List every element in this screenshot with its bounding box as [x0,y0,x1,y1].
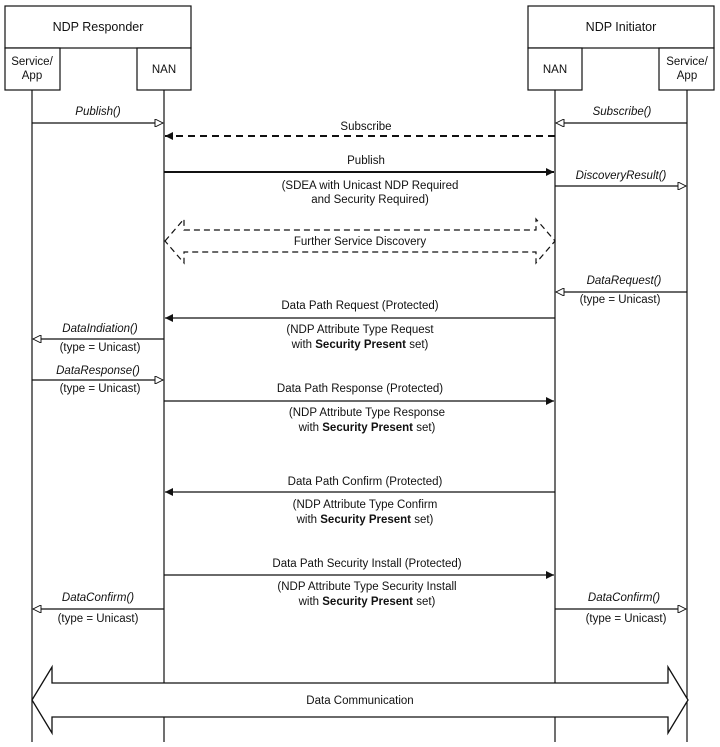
discovery-result-label: DiscoveryResult() [576,170,667,182]
dp-response-label: Data Path Response (Protected) [277,383,443,395]
further-discovery-arrow [164,217,556,265]
data-indication-label: DataIndiation() [62,323,138,335]
dp-request-label: Data Path Request (Protected) [281,300,438,312]
subscribe-label: Subscribe [340,121,391,133]
data-confirm-left-label: DataConfirm() [62,592,134,604]
further-discovery-label: Further Service Discovery [294,236,427,248]
data-response-type: (type = Unicast) [60,383,141,395]
dp-install-label: Data Path Security Install (Protected) [272,558,461,570]
dp-confirm-note-2-pre: with [296,514,321,526]
responder-title-box [4,5,192,49]
dp-confirm-note-2-post: set) [411,514,434,526]
responder-nan-label: NAN [152,64,176,76]
data-request-label: DataRequest() [587,275,662,287]
dp-confirm-label: Data Path Confirm (Protected) [288,476,443,488]
dp-request-note-2: with Security Present set) [291,339,429,351]
dp-response-note-2-post: set) [413,422,436,434]
dp-install-note-2-pre: with [298,596,323,608]
dp-response-note-2-pre: with [298,422,323,434]
responder-service-box [4,47,61,91]
initiator-title-box [527,5,715,49]
dp-confirm-note-2: with Security Present set) [296,514,434,526]
responder-service-label-1: Service/ [11,56,53,68]
dp-response-note-1: (NDP Attribute Type Response [289,407,445,419]
dp-request-note-1: (NDP Attribute Type Request [286,324,434,336]
data-indication-type: (type = Unicast) [60,342,141,354]
dp-confirm-note-2-bold: Security Present [320,514,411,526]
publish-note-2: and Security Required) [311,194,429,206]
data-confirm-right-label: DataConfirm() [588,592,660,604]
dp-request-note-2-post: set) [406,339,429,351]
dp-install-note-2: with Security Present set) [298,596,436,608]
subscribe-call-label: Subscribe() [593,106,652,118]
initiator-service-label-1: Service/ [666,56,708,68]
data-communication-label: Data Communication [306,695,413,707]
dp-response-note-2-bold: Security Present [322,422,413,434]
publish-note-1: (SDEA with Unicast NDP Required [282,180,459,192]
initiator-title: NDP Initiator [586,20,657,34]
dp-install-note-1: (NDP Attribute Type Security Install [277,581,456,593]
lifelines [31,90,688,742]
initiator-nan-label: NAN [543,64,567,76]
data-confirm-left-type: (type = Unicast) [58,613,139,625]
dp-request-note-2-bold: Security Present [315,339,406,351]
dp-install-note-2-post: set) [413,596,436,608]
publish-label: Publish [347,155,385,167]
dp-confirm-note-1: (NDP Attribute Type Confirm [293,499,438,511]
responder-nan-box [136,47,192,91]
initiator-service-box [658,47,715,91]
data-communication-arrow [31,664,689,736]
data-confirm-right-type: (type = Unicast) [586,613,667,625]
dp-install-note-2-bold: Security Present [322,596,413,608]
initiator-service-label-2: App [677,70,697,82]
dp-response-note-2: with Security Present set) [298,422,436,434]
dp-request-note-2-pre: with [291,339,316,351]
responder-title: NDP Responder [53,20,144,34]
initiator-header: NDP Initiator NAN Service/ App [527,5,715,91]
data-response-label: DataResponse() [56,365,140,377]
data-request-type: (type = Unicast) [580,294,661,306]
responder-header: NDP Responder Service/ App NAN [4,5,192,91]
publish-call-label: Publish() [75,106,121,118]
responder-service-label-2: App [22,70,42,82]
initiator-nan-box [527,47,583,91]
